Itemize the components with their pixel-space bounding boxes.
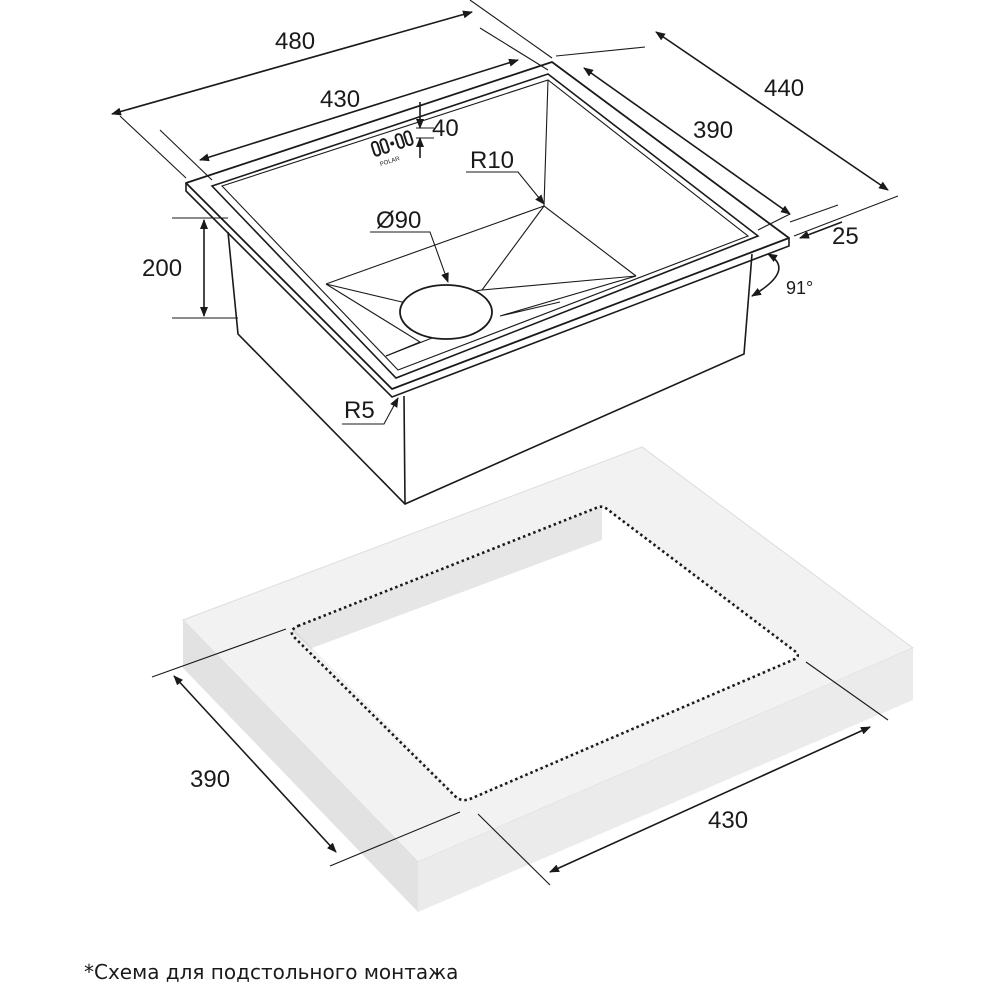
cutout-width-label: 430: [708, 807, 748, 834]
countertop: [182, 446, 914, 912]
outer-width-label: 480: [275, 28, 315, 55]
sink-flange-outer: [185, 61, 790, 390]
height-dimension: 200: [142, 217, 238, 319]
countertop-cutout-inner-wall-left: [293, 628, 312, 650]
sink-drain: [399, 284, 493, 340]
outer-depth-label: 440: [764, 75, 804, 102]
inner-depth-label: 390: [693, 117, 733, 144]
countertop-cutout-inner-wall: [293, 506, 602, 648]
cutout-depth-label: 390: [190, 766, 230, 793]
diagram-caption: *Схема для подстольного монтажа: [84, 960, 459, 984]
angle-label: 91°: [786, 278, 813, 298]
drain-callout: Ø90: [370, 207, 449, 283]
corner-radius-inner-callout: R10: [466, 147, 545, 205]
inner-width-label: 430: [320, 86, 360, 113]
cutout-width-dimension: 430: [477, 661, 889, 886]
corner-radius-inner-label: R10: [470, 147, 514, 174]
corner-radius-outer-callout: R5: [342, 397, 399, 425]
rim-label: 25: [832, 223, 859, 250]
deck-dimension: 40: [416, 102, 459, 158]
corner-radius-outer-label: R5: [344, 397, 375, 424]
angle-callout: 91°: [751, 253, 813, 298]
inner-depth-dimension: 390: [583, 67, 791, 231]
cutout-outline: [290, 505, 800, 802]
cutout-depth-dimension: 390: [151, 628, 461, 867]
rim-dimension: 25: [789, 204, 859, 250]
deck-label: 40: [432, 115, 459, 142]
drain-label: Ø90: [376, 207, 421, 234]
height-label: 200: [142, 255, 182, 282]
inner-width-dimension: 430: [159, 27, 549, 181]
